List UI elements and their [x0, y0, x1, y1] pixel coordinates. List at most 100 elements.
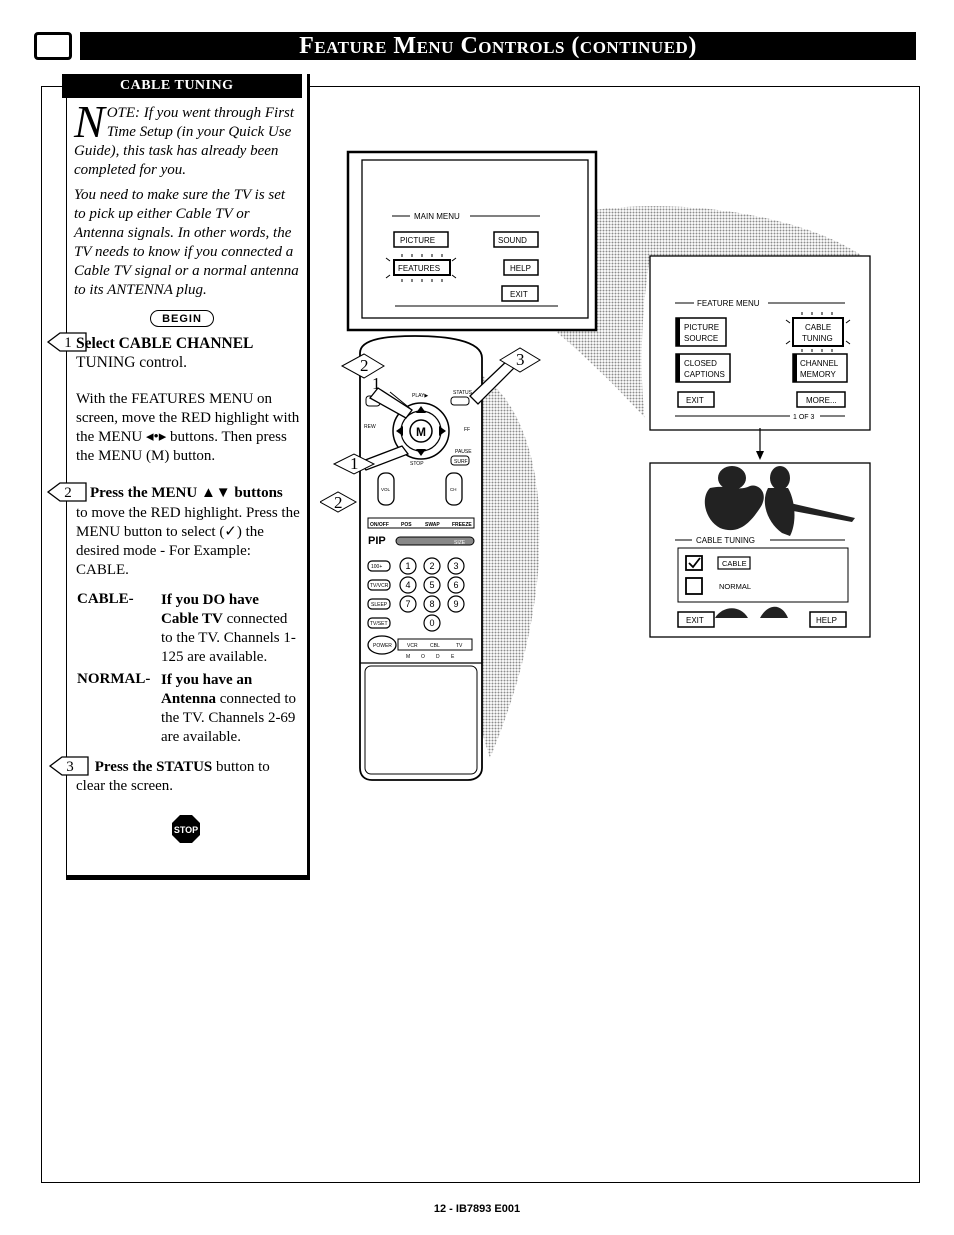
remote-label-freeze: FREEZE [452, 522, 472, 528]
remote-key-9: 9 [453, 599, 458, 609]
option-cable-strong: Cable TV [161, 611, 223, 627]
svg-text:TUNING: TUNING [802, 334, 833, 343]
cable-tuning-screen: CABLE TUNING CABLE NORMAL EXIT HELP [649, 462, 871, 638]
remote-mode-m: M [406, 654, 410, 660]
remote-label-swap: SWAP [425, 522, 440, 528]
remote-key-7: 7 [405, 599, 410, 609]
header-corner-box [34, 32, 72, 60]
main-menu-sound: SOUND [498, 236, 527, 245]
main-menu-screen: MAIN MENU PICTURE SOUND FEATURES HELP EX… [346, 150, 598, 332]
option-cable-lead: If you DO have [161, 592, 259, 608]
remote-key-3: 3 [453, 561, 458, 571]
feature-menu-more: MORE... [806, 396, 837, 405]
remote-key-1: 1 [405, 561, 410, 571]
step-1-body: With the FEATURES MENU on screen, move t… [76, 391, 300, 464]
step-3-arrow-icon: 3 [48, 756, 89, 776]
step-2-title: Press the MENU ▲▼ buttons [90, 485, 283, 501]
remote-label-pause: PAUSE [455, 449, 472, 455]
callout-1-top: 1 [372, 374, 381, 393]
section-tab: CABLE TUNING [62, 74, 302, 98]
intro-paragraph: You need to make sure the TV is set to p… [74, 187, 299, 298]
remote-label-ch: CH [450, 487, 457, 492]
remote-label-pos: POS [401, 522, 412, 528]
remote-label-cbl: CBL [430, 643, 440, 649]
remote-label-tvset: TV/SET [370, 621, 388, 627]
step-1-number: 1 [64, 335, 72, 351]
step-2-arrow-icon: 2 [46, 482, 87, 502]
remote-label-vol: VOL [381, 487, 391, 492]
step-callouts: 2 1 3 1 2 [320, 347, 541, 513]
stop-sign-icon: STOP [172, 815, 200, 843]
remote-label-ff: FF [464, 427, 470, 433]
main-menu-help: HELP [510, 264, 531, 273]
page-footer: 12 - IB7893 E001 [433, 1203, 521, 1215]
remote-label-surf: SURF [454, 459, 468, 465]
callout-2-bottom: 2 [334, 493, 343, 512]
page-frame [41, 86, 920, 1183]
option-normal-label: NORMAL- [77, 671, 151, 687]
option-cable-rest: connected to the TV. Channels 1-125 are … [161, 611, 296, 665]
remote-label-size: SIZE [454, 540, 466, 546]
step-1-title: Select CABLE CHANNEL TUNING control. [76, 334, 302, 372]
dancers-graphic [704, 466, 855, 618]
feature-menu-channel-memory: CHANNEL [800, 359, 839, 368]
step-2-body: to move the RED highlight. Press the MEN… [76, 505, 300, 578]
remote-label-stop: STOP [410, 461, 424, 467]
down-arrow-icon [756, 451, 764, 460]
page-title: Feature Menu Controls (continued) [80, 32, 916, 60]
remote-label-play: PLAY▶ [412, 393, 428, 399]
remote-label-power: POWER [373, 643, 392, 649]
begin-badge: BEGIN [150, 310, 214, 327]
remote-label-onoff: ON/OFF [370, 522, 389, 528]
option-normal-rest: connected to the TV. Channels 2-69 are a… [161, 691, 296, 745]
remote-control: PLAY▶ STATUS REW FF PAUSE STOP SURF M VO… [359, 335, 483, 781]
callout-2-top: 2 [360, 356, 369, 375]
feature-menu-closed-captions: CLOSED [684, 359, 717, 368]
feature-menu-cable-tuning: CABLE [805, 323, 831, 332]
remote-label-tvvcr: TV/VCR [370, 583, 389, 589]
callout-3: 3 [516, 350, 525, 369]
cable-tuning-exit: EXIT [686, 616, 704, 625]
remote-menu-key: M [416, 425, 426, 439]
remote-mode-e: E [451, 654, 455, 660]
step-1-title-tail: TUNING control. [76, 354, 188, 371]
main-menu-features: FEATURES [398, 264, 440, 273]
remote-label-100plus: 100+ [371, 564, 382, 570]
cable-tuning-title: CABLE TUNING [696, 536, 755, 545]
remote-label-vcr: VCR [407, 643, 418, 649]
svg-text:SOURCE: SOURCE [684, 334, 718, 343]
remote-key-8: 8 [429, 599, 434, 609]
option-cable-label: CABLE- [77, 591, 134, 607]
cable-check-icon [688, 557, 701, 569]
option-cable-desc: If you DO have Cable TV connected to the… [161, 591, 301, 667]
feature-menu-title: FEATURE MENU [697, 299, 760, 308]
option-normal-strong: Antenna [161, 691, 217, 707]
feature-menu-page: 1 OF 3 [793, 414, 815, 421]
main-menu-picture: PICTURE [400, 236, 435, 245]
step-2-number: 2 [64, 485, 72, 501]
stop-label: STOP [174, 825, 198, 835]
step-3-title: Press the STATUS [94, 759, 213, 775]
remote-label-rew: REW [364, 424, 376, 430]
option-normal-lead: If you have an [161, 672, 253, 688]
remote-label-pip: PIP [368, 535, 386, 547]
remote-mode-d: D [436, 654, 440, 660]
feature-menu-screen: FEATURE MENU PICTURE SOURCE CABLE TUNING… [649, 255, 871, 431]
remote-key-5: 5 [429, 580, 434, 590]
cable-tuning-normal: NORMAL [719, 582, 751, 591]
instructions-panel [66, 74, 310, 880]
callout-1-bottom: 1 [350, 454, 359, 473]
remote-key-0: 0 [429, 618, 434, 628]
remote-and-menus-illustration: MAIN MENU PICTURE SOUND FEATURES HELP EX… [320, 150, 871, 781]
remote-key-2: 2 [429, 561, 434, 571]
remote-label-sleep: SLEEP [371, 602, 388, 608]
cable-tuning-help: HELP [816, 616, 837, 625]
main-menu-title: MAIN MENU [414, 212, 460, 221]
note-text: OTE: If you went through First Time Setu… [74, 105, 295, 178]
cable-tuning-cable: CABLE [722, 559, 747, 568]
main-menu-exit: EXIT [510, 290, 528, 299]
step-3-text: Press the STATUS button to clear the scr… [76, 758, 302, 796]
remote-mode-o: O [421, 654, 425, 660]
note-paragraph: N OTE: If you went through First Time Se… [74, 99, 298, 180]
svg-text:CAPTIONS: CAPTIONS [684, 370, 725, 379]
